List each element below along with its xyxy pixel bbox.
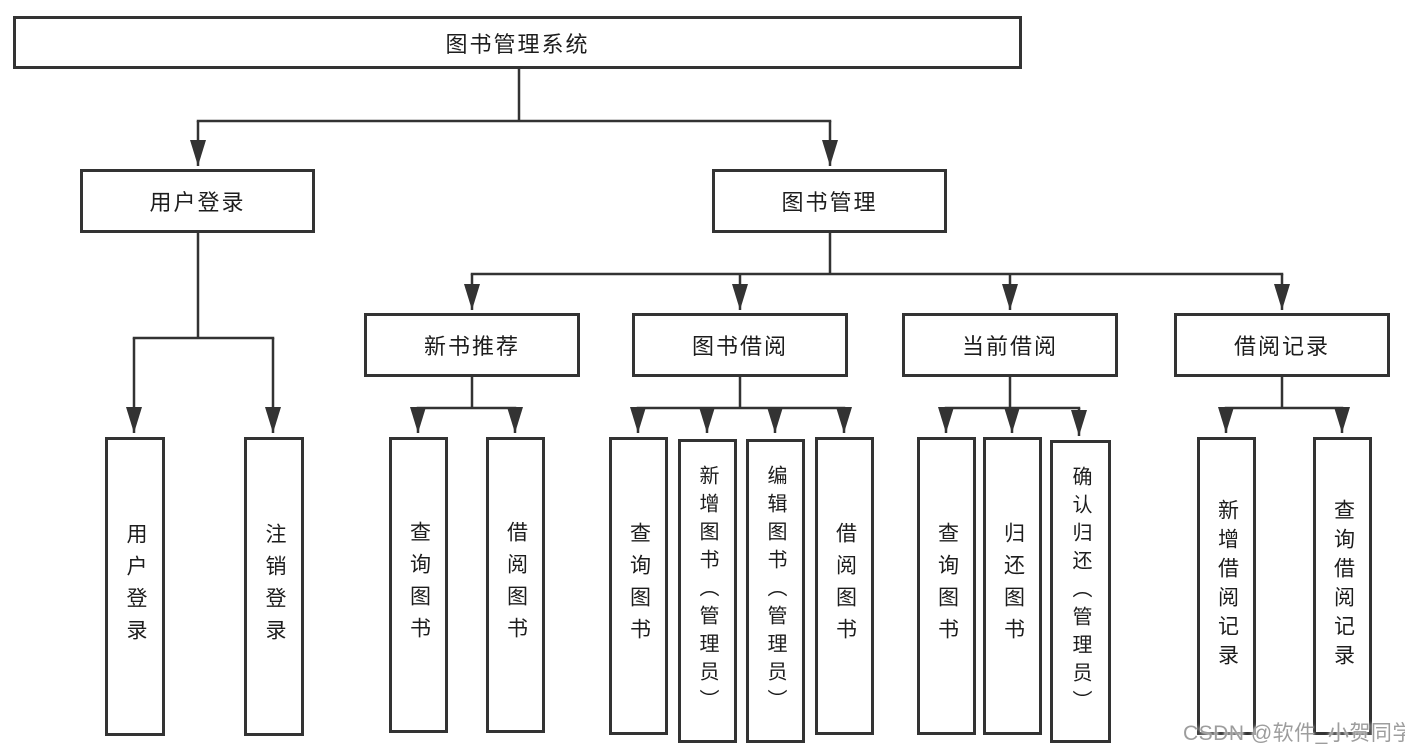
node-root-label: 图书管理系统 [445,31,590,57]
node-label: 用户登录 [149,190,246,215]
leaf-edit-books-admin: 编辑图书（管理员） [746,439,805,743]
leaf-query-borrow-record: 查询借阅记录 [1313,437,1372,735]
node-root-system: 图书管理系统 [13,16,1022,69]
node-book-borrowing: 图书借阅 [632,313,848,377]
leaf-label: 借阅图书 [504,521,528,649]
node-book-management-module: 图书管理 [712,169,947,233]
leaf-query-books-recommend: 查询图书 [389,437,448,733]
leaf-return-books: 归还图书 [983,437,1042,735]
leaf-label: 查询图书 [935,522,959,650]
node-label: 图书借阅 [691,334,788,359]
leaf-label: 新增借阅记录 [1215,499,1239,673]
csdn-watermark: CSDN @软件_小贺同学 [1183,717,1405,747]
leaf-label: 查询图书 [407,521,431,649]
leaf-label: 注销登录 [263,522,286,651]
leaf-label: 借阅图书 [833,522,857,650]
watermark-text: CSDN @软件_小贺同学 [1183,722,1405,745]
node-new-book-recommendation: 新书推荐 [364,313,580,377]
node-current-borrowing: 当前借阅 [902,313,1118,377]
leaf-add-books-admin: 新增图书（管理员） [678,439,737,743]
leaf-label: 归还图书 [1001,522,1025,650]
leaf-label: 新增图书（管理员） [696,465,718,717]
leaf-label: 确认归还（管理员） [1069,465,1091,718]
leaf-label: 用户登录 [124,522,147,651]
leaf-query-books-borrow: 查询图书 [609,437,668,735]
leaf-label: 查询借阅记录 [1331,499,1355,673]
leaf-label: 查询图书 [627,522,651,650]
leaf-confirm-return-admin: 确认归还（管理员） [1050,440,1111,743]
leaf-label: 编辑图书（管理员） [764,465,786,717]
leaf-query-books-current: 查询图书 [917,437,976,735]
node-label: 当前借阅 [961,334,1058,359]
node-borrowing-records: 借阅记录 [1174,313,1390,377]
leaf-borrow-books-recommend: 借阅图书 [486,437,545,733]
node-user-login-module: 用户登录 [80,169,315,233]
leaf-add-borrow-record: 新增借阅记录 [1197,437,1256,735]
node-label: 借阅记录 [1233,334,1330,359]
node-label: 图书管理 [781,190,878,215]
leaf-logout: 注销登录 [244,437,304,736]
leaf-borrow-books: 借阅图书 [815,437,874,735]
leaf-user-login: 用户登录 [105,437,165,736]
node-label: 新书推荐 [423,334,520,359]
